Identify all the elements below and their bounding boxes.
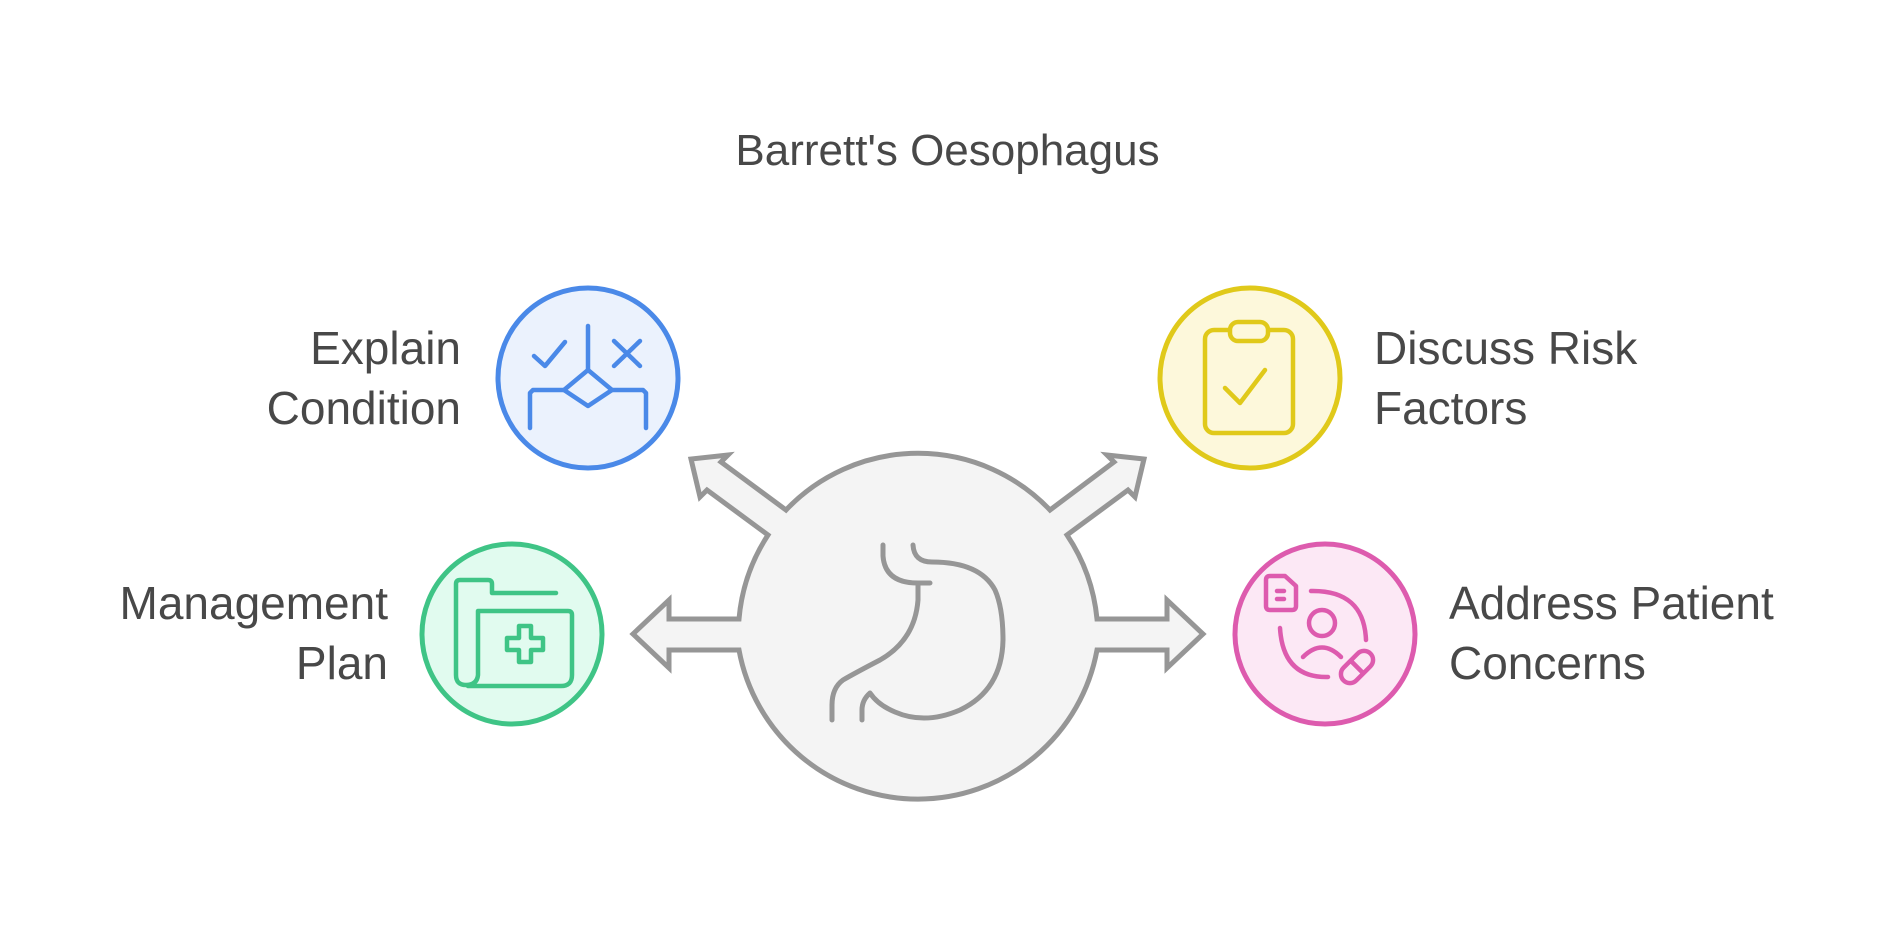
clipboard-check-icon: [1202, 319, 1296, 436]
label-discuss-risk-factors: Discuss Risk Factors: [1374, 318, 1637, 438]
hub-with-arrows: [629, 450, 1207, 802]
label-explain-condition: Explain Condition: [267, 318, 461, 438]
label-line: Plan: [295, 637, 388, 689]
label-line: Factors: [1374, 382, 1528, 434]
label-line: Concerns: [1449, 637, 1646, 689]
label-line: Management: [119, 577, 389, 629]
label-management-plan: Management Plan: [120, 573, 389, 693]
label-line: Address Patient: [1449, 577, 1774, 629]
diagram-title: Barrett's Oesophagus: [735, 126, 1160, 175]
stomach-icon: [829, 542, 1006, 723]
node-discuss-risk-factors[interactable]: [1157, 285, 1343, 471]
node-management-plan[interactable]: [419, 541, 605, 727]
label-line: Explain: [310, 322, 461, 374]
node-explain-condition[interactable]: [495, 285, 681, 471]
patient-care-icon: [1263, 573, 1376, 686]
central-hub: [629, 450, 1207, 802]
label-line: Condition: [266, 382, 461, 434]
label-address-patient-concerns: Address Patient Concerns: [1449, 573, 1774, 693]
medical-folder-icon: [453, 577, 575, 689]
decision-tree-icon: [527, 323, 649, 431]
label-line: Discuss Risk: [1374, 322, 1638, 374]
node-address-patient-concerns[interactable]: [1232, 541, 1418, 727]
